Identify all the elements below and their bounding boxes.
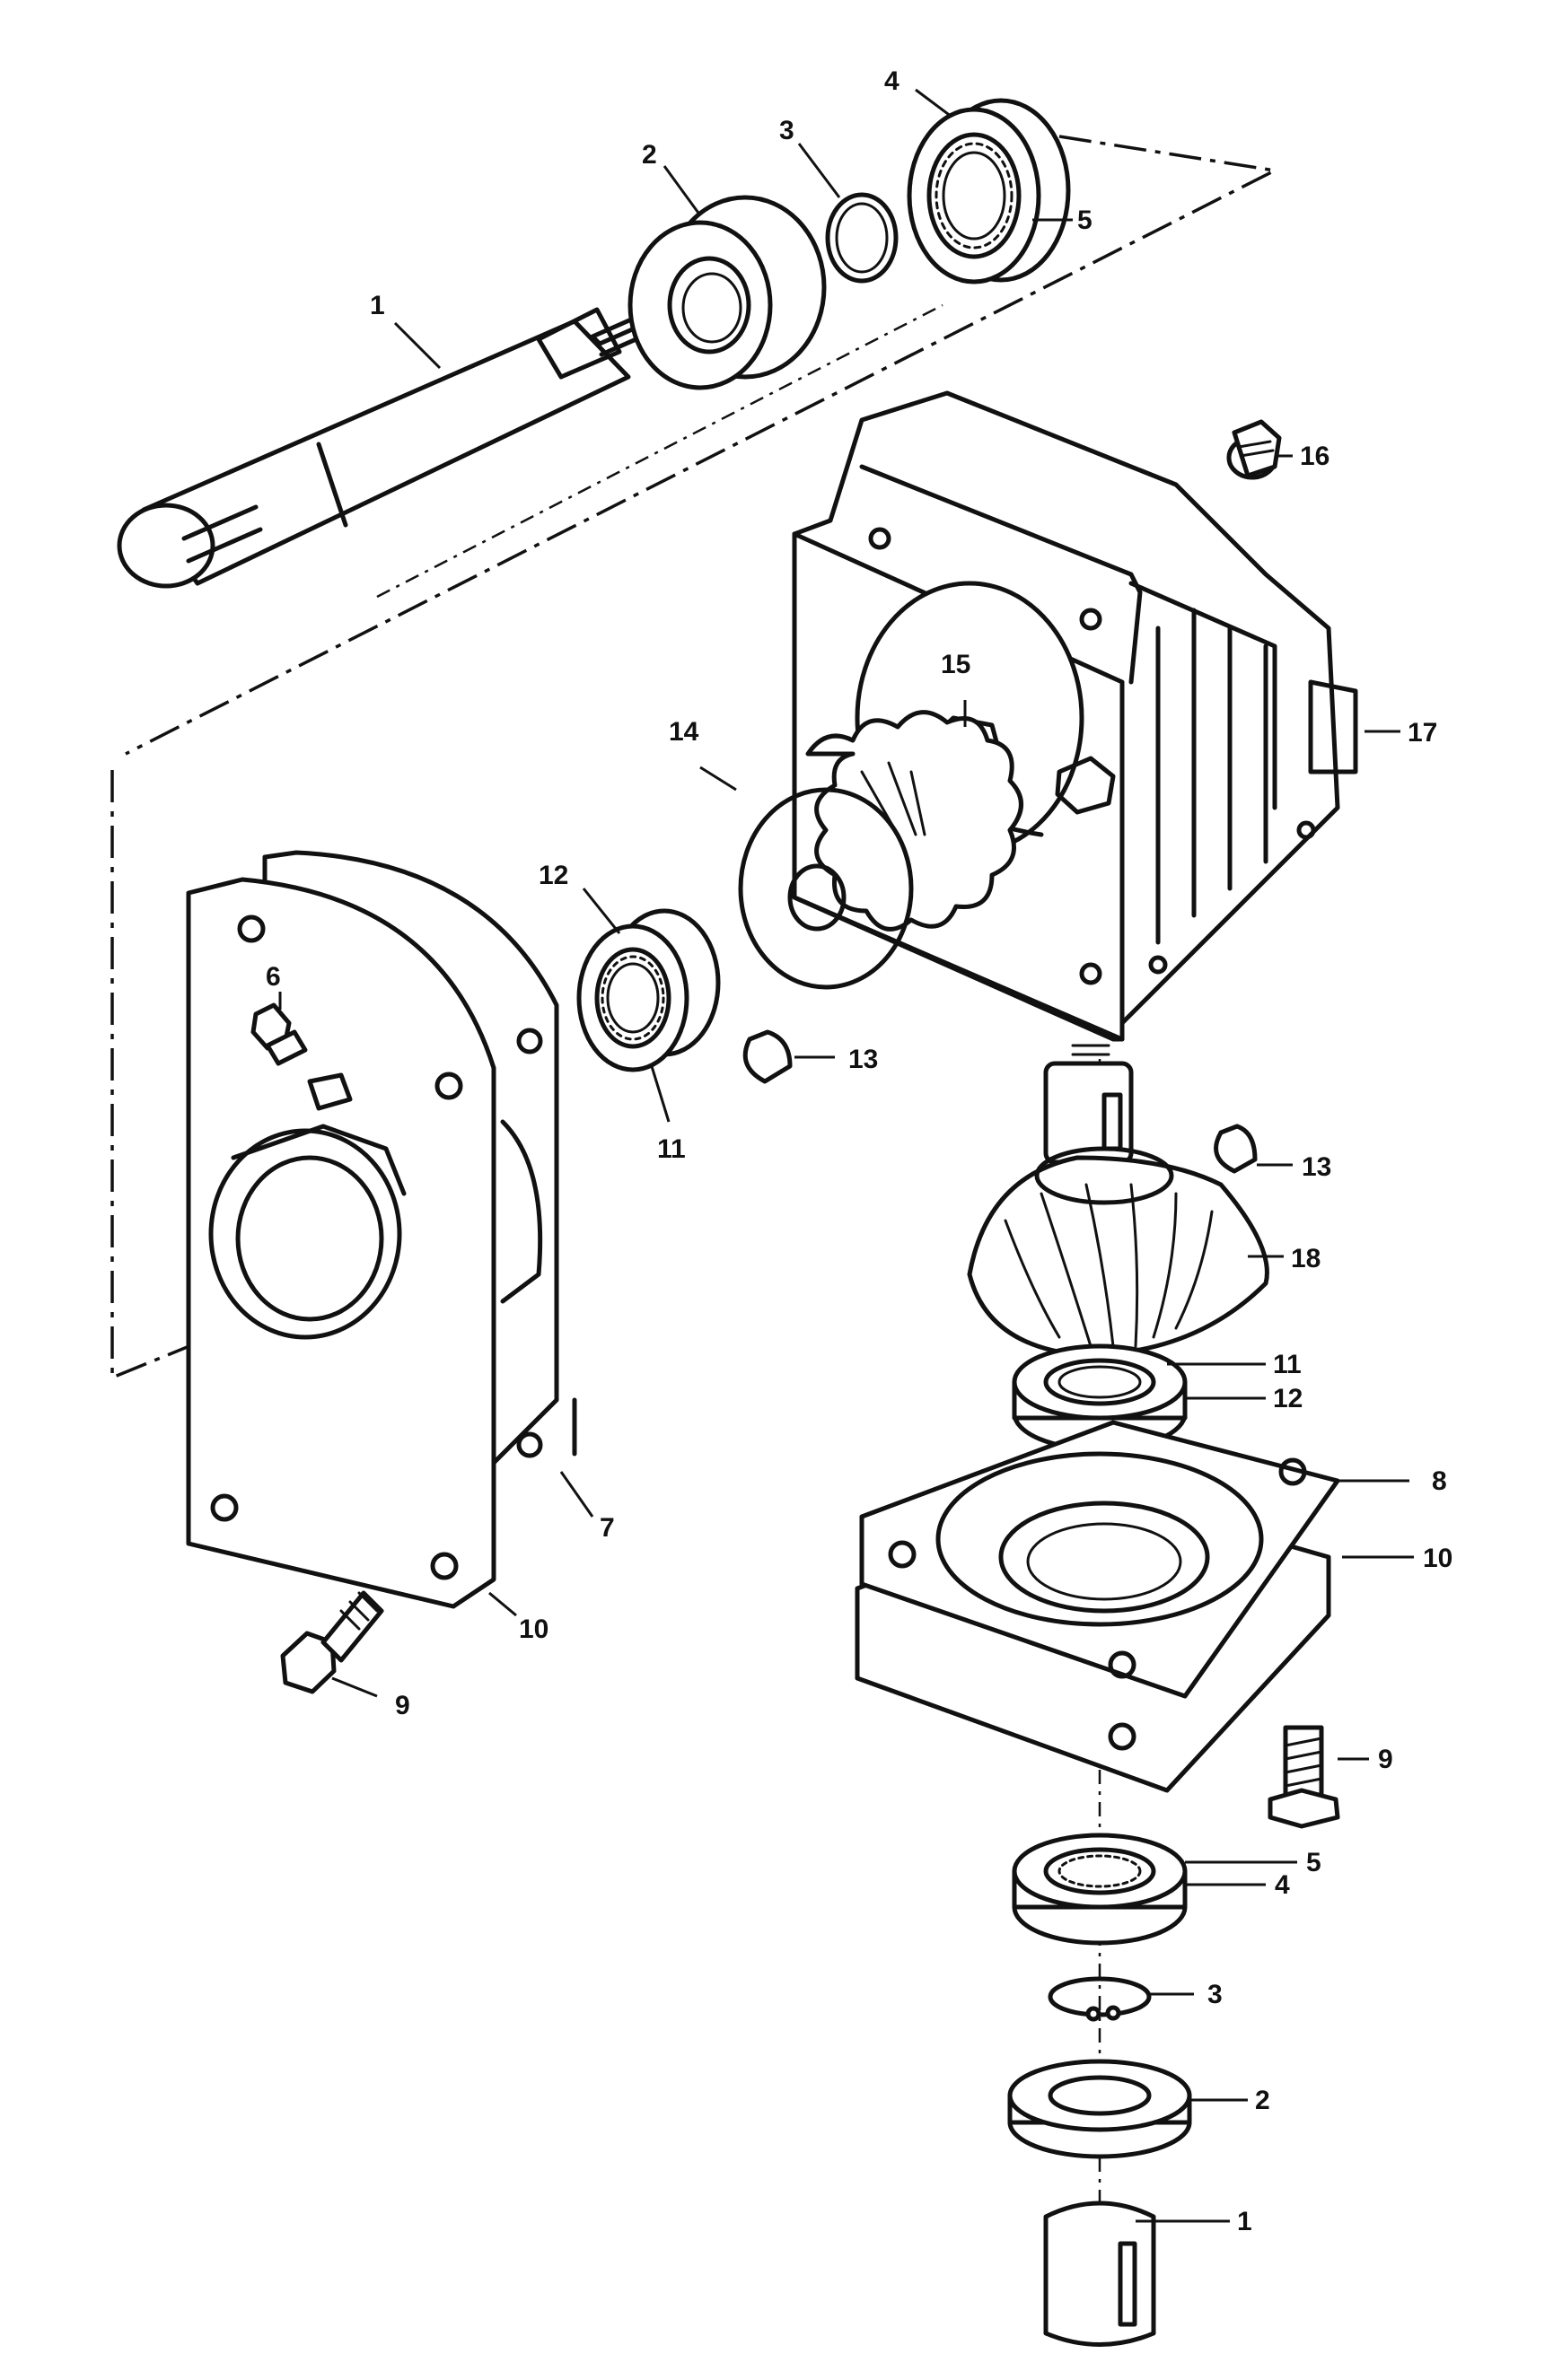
callout-12-bearing-mid: 12: [539, 861, 568, 890]
callout-8-flange: 8: [1432, 1466, 1447, 1496]
callout-labels: 1 2 3 4 5 16 15 14 17 12 6 11 13 13 18 1…: [266, 66, 1452, 2236]
bolt-left: [280, 1590, 384, 1694]
bevel-gear-upper: [738, 710, 1023, 990]
grease-fitting: [250, 1002, 308, 1066]
callout-10-plate-right: 10: [1423, 1544, 1452, 1573]
input-shaft: [117, 307, 649, 589]
bearing-top: [907, 98, 1071, 284]
callout-5-bearing-bottom: 5: [1306, 1848, 1321, 1877]
callout-9-bolt-right: 9: [1378, 1745, 1393, 1774]
callout-17-housing: 17: [1408, 718, 1437, 748]
output-shaft-gear: [967, 1044, 1269, 1358]
breather-plug: [1226, 419, 1282, 480]
callout-3-circlip-top: 3: [779, 116, 794, 145]
oil-seal-top: [627, 195, 827, 390]
side-cover-assembly: [186, 850, 577, 1609]
callout-15-nut: 15: [941, 650, 970, 679]
callout-2-seal-bottom: 2: [1255, 2086, 1270, 2115]
callout-11-bearing-mid: 11: [657, 1134, 686, 1164]
callout-11-bearing-low: 11: [1273, 1350, 1302, 1379]
callout-5-bearing-top: 5: [1077, 206, 1093, 235]
callout-7-gasket: 7: [600, 1513, 615, 1543]
callout-4-bearing-top: 4: [884, 66, 899, 96]
output-shaft-stub: [1043, 2201, 1156, 2347]
woodruff-key-upper: [742, 1029, 793, 1084]
bolt-right: [1268, 1725, 1340, 1829]
bearing-bottom: [1012, 1833, 1188, 1946]
callout-6-grease-fitting: 6: [266, 962, 281, 992]
callout-3-circlip-bottom: 3: [1207, 1980, 1223, 2009]
leader-lines: [278, 88, 1414, 2223]
callout-9-bolt-left: 9: [395, 1691, 410, 1720]
callout-1-shaft-top: 1: [370, 291, 385, 320]
callout-13-key-upper: 13: [848, 1045, 878, 1074]
circlip-bottom: [1048, 1976, 1152, 2022]
flange-plates: [855, 1420, 1340, 1793]
callout-2-seal-top: 2: [642, 140, 657, 170]
oil-seal-bottom: [1007, 2059, 1192, 2159]
callout-4-bearing-bottom: 4: [1275, 1870, 1290, 1900]
bearing-middle: [576, 908, 721, 1072]
callout-16-breather: 16: [1300, 442, 1329, 471]
gearbox-housing: [792, 390, 1358, 1042]
circlip-top: [825, 192, 899, 284]
woodruff-key-lower: [1214, 1124, 1258, 1174]
callout-14-bevel-gear: 14: [669, 717, 699, 747]
callout-10-cover-left: 10: [519, 1614, 548, 1644]
callout-1-shaft-bottom: 1: [1237, 2207, 1252, 2236]
callout-12-bearing-low: 12: [1273, 1384, 1303, 1413]
callout-18-bevel-gear: 18: [1291, 1244, 1321, 1273]
callout-13-key-lower: 13: [1302, 1152, 1331, 1182]
